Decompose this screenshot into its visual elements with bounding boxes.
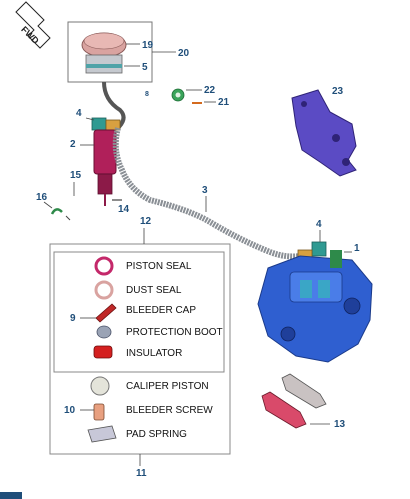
kit-12-box: 12 11 <box>49 216 231 479</box>
protection-boot-label: PROTECTION BOOT <box>126 327 223 338</box>
insulator-label: INSULATOR <box>126 348 182 359</box>
callout-14: 14 <box>118 204 130 215</box>
callout-5: 5 <box>142 62 148 73</box>
callout-8-small: 8 <box>145 91 149 98</box>
reservoir-band <box>86 64 122 68</box>
reservoir-group: 19 5 20 <box>67 21 190 83</box>
fitting-22: 22 <box>171 85 216 102</box>
pad-spring-label: PAD SPRING <box>126 429 187 440</box>
callout-19: 19 <box>142 40 154 51</box>
callout-10: 10 <box>64 405 76 416</box>
callout-21: 21 <box>218 97 230 108</box>
piston-seal-row: PISTON SEAL <box>94 256 192 276</box>
dust-seal-row: DUST SEAL <box>94 280 182 300</box>
callout-12: 12 <box>140 216 152 227</box>
bleeder-cap-label: BLEEDER CAP <box>126 305 196 316</box>
callout-13: 13 <box>334 419 346 430</box>
fwd-arrow-icon: FWD <box>15 1 51 49</box>
callout-4-caliper: 4 <box>316 219 322 230</box>
insulator-icon <box>93 345 113 359</box>
callout-16: 16 <box>36 192 48 203</box>
bleeder-screw-label: BLEEDER SCREW <box>126 405 213 416</box>
master-cylinder: 4 2 <box>70 108 121 206</box>
callout-20: 20 <box>178 48 190 59</box>
dust-seal-icon <box>94 280 114 300</box>
callout-11: 11 <box>136 468 147 479</box>
protection-boot-row: PROTECTION BOOT <box>96 325 223 339</box>
callout-15: 15 <box>70 170 82 181</box>
pad-spring-row: PAD SPRING <box>87 425 187 443</box>
piston-seal-icon <box>94 256 114 276</box>
brake-hose <box>112 127 301 260</box>
insulator-row: INSULATOR <box>93 345 182 359</box>
bleeder-screw-row: 10 BLEEDER SCREW <box>64 403 213 421</box>
protection-boot-icon <box>96 325 112 339</box>
kit-11-list: CALIPER PISTON 10 BLEEDER SCREW PAD SPRI… <box>64 376 213 443</box>
callout-4-master: 4 <box>76 108 82 119</box>
caliper-piston-label: CALIPER PISTON <box>126 381 209 392</box>
bracket-23: 23 <box>291 86 357 177</box>
kit-12-list: PISTON SEAL DUST SEAL 9 BLEEDER CAP PROT… <box>70 256 223 359</box>
brake-pads-13: 13 <box>261 373 346 430</box>
caliper-piston-row: CALIPER PISTON <box>90 376 209 396</box>
callout-2: 2 <box>70 139 76 150</box>
bleeder-cap-icon <box>95 303 117 323</box>
callout-1: 1 <box>354 243 360 254</box>
bleeder-screw-icon <box>93 403 105 421</box>
pin-21: 21 <box>192 97 230 108</box>
piston-seal-label: PISTON SEAL <box>126 261 192 272</box>
callout-9: 9 <box>70 313 76 324</box>
callout-23: 23 <box>332 86 344 97</box>
dust-seal-label: DUST SEAL <box>126 285 182 296</box>
callout-22: 22 <box>204 85 216 96</box>
reservoir-hose <box>102 81 126 130</box>
bleeder-cap-row: 9 BLEEDER CAP <box>70 303 196 324</box>
callout-3: 3 <box>202 185 208 196</box>
caliper-piston-icon <box>90 376 110 396</box>
corner-marker <box>0 492 22 499</box>
pad-spring-icon <box>87 425 117 443</box>
parts-14-15-16: 15 16 14 <box>36 170 130 221</box>
caliper: 1 <box>257 243 373 363</box>
caliper-fitting: 4 <box>297 219 327 259</box>
